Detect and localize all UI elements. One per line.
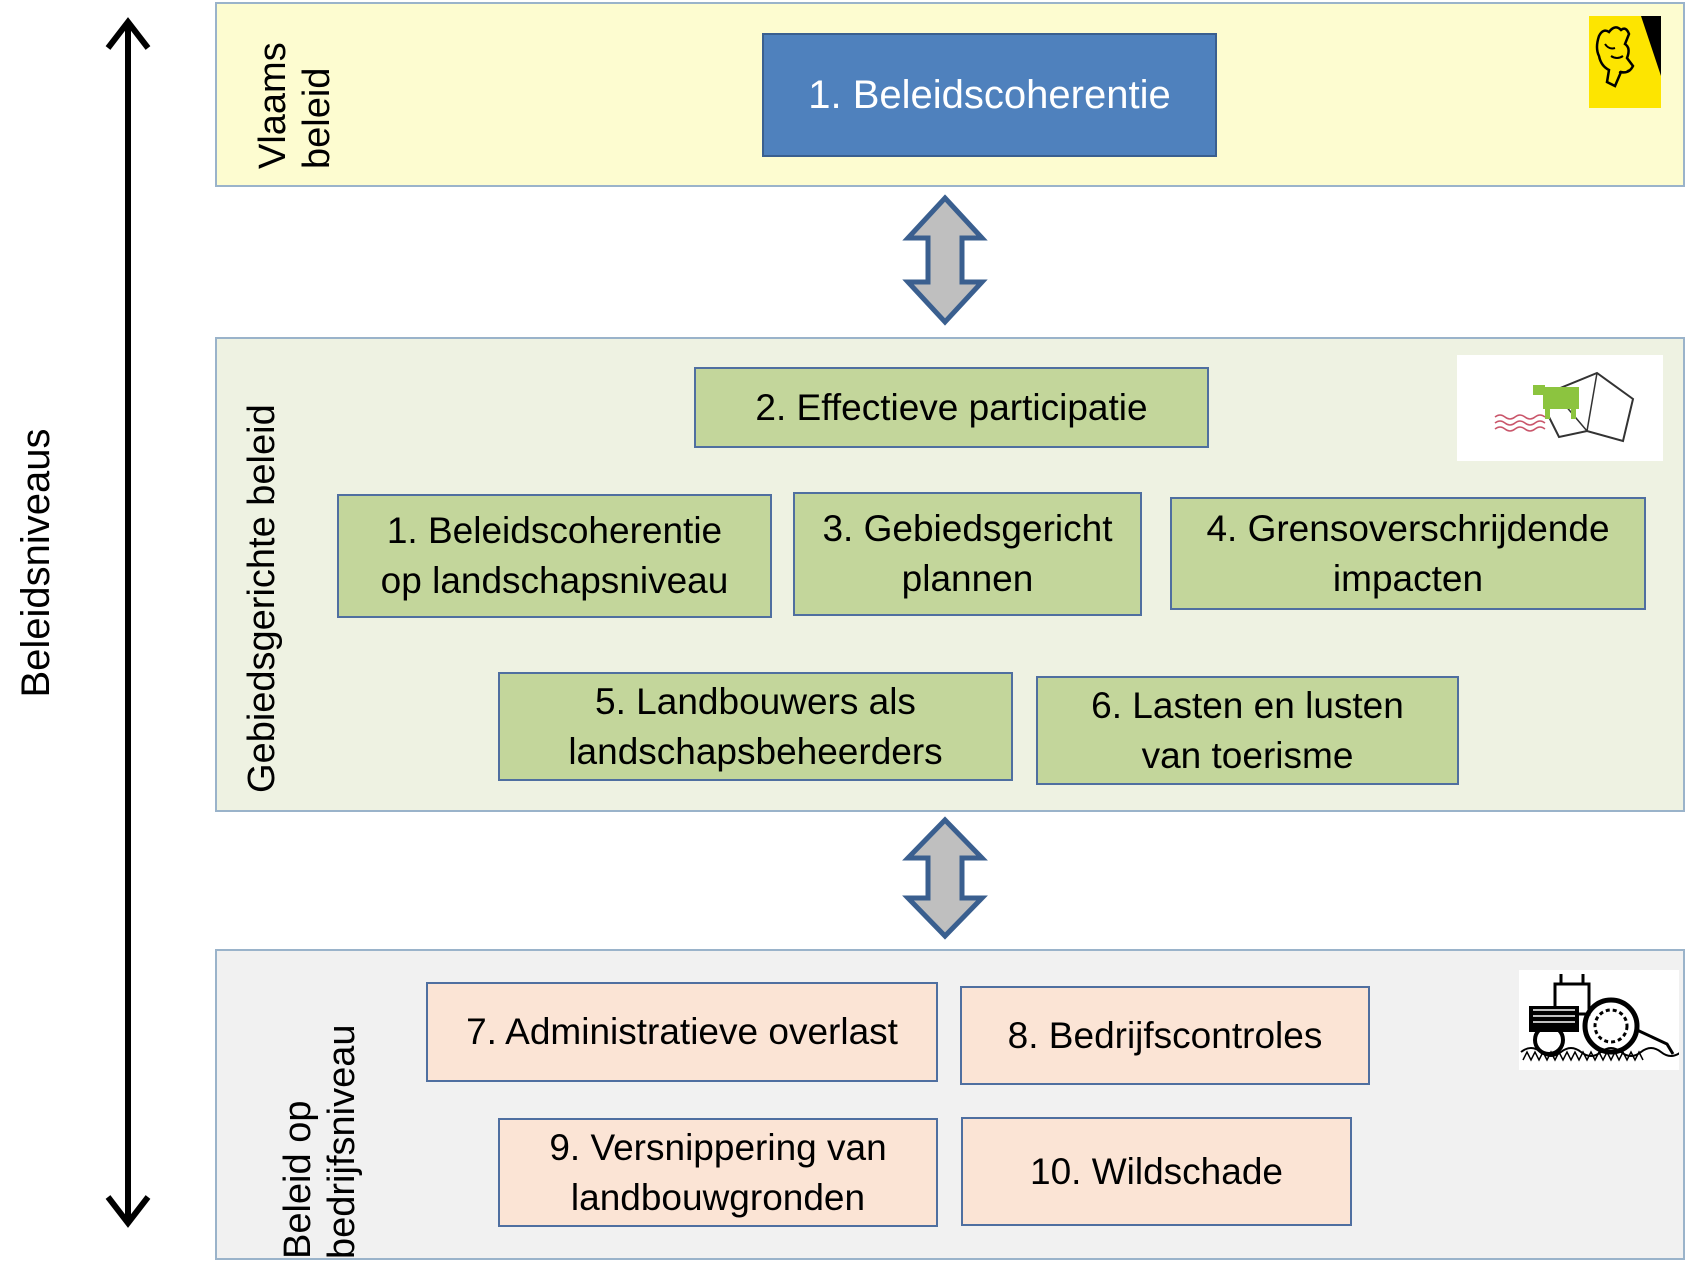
flemish-policy-label: Vlaams beleid [252,42,338,169]
box-administrative-burden: 7. Administratieve overlast [426,982,938,1082]
box-effective-participation: 2. Effectieve participatie [694,367,1209,448]
farm-policy-label: Beleid op bedrijfsniveau [277,1024,363,1259]
box-farm-inspections: 8. Bedrijfscontroles [960,986,1370,1085]
area-policy-label: Gebiedsgerichte beleid [241,404,283,793]
axis-label: Beleidsniveaus [14,428,58,698]
box-wildlife-damage: 10. Wildschade [961,1117,1352,1226]
landscape-cow-logo-icon [1457,355,1663,461]
double-arrow-connector-bottom [902,816,988,940]
policy-level-axis-arrow [105,17,151,1228]
box-policy-coherence-flemish: 1. Beleidscoherentie [762,33,1217,157]
tractor-drawing-icon [1519,970,1679,1070]
flemish-lion-logo-icon [1589,16,1661,108]
double-arrow-connector-top [902,194,988,326]
